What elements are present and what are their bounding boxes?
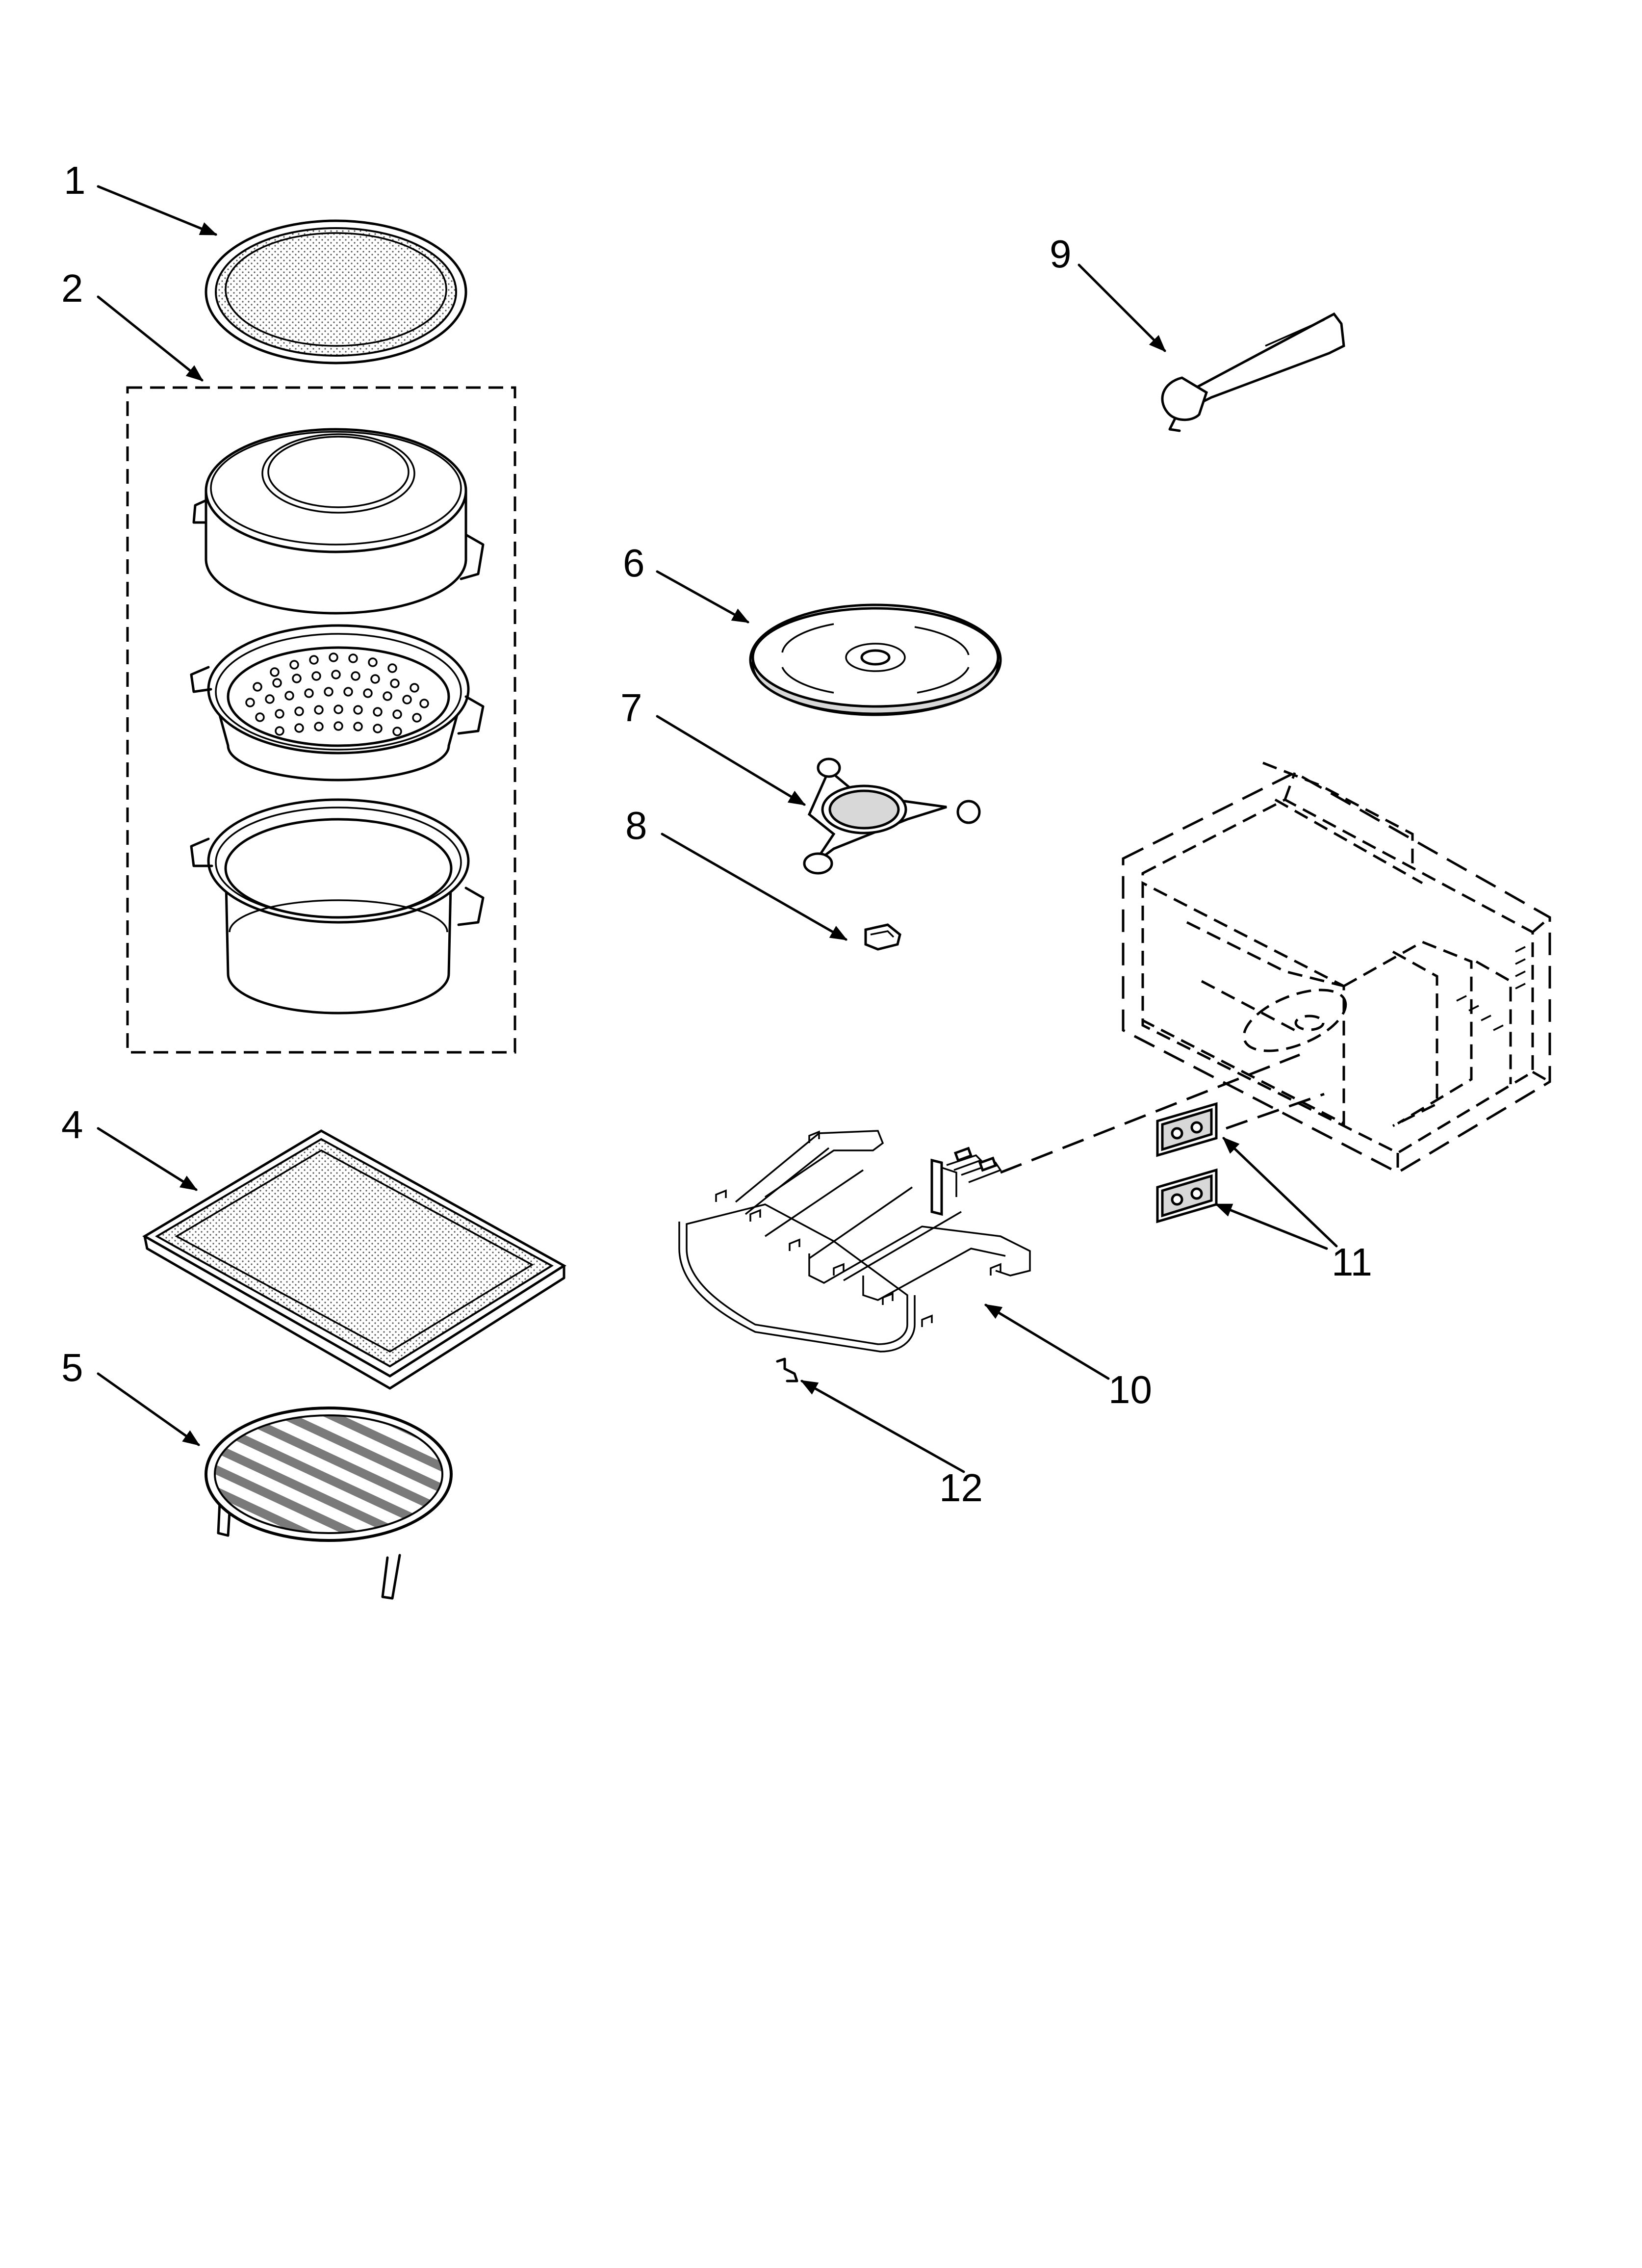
callout-10: 10: [1108, 1368, 1152, 1411]
basket-holes: [245, 652, 429, 736]
callout-8: 8: [625, 804, 647, 847]
part-7-roller-support: [803, 757, 981, 875]
part-1-lid: [205, 219, 467, 365]
part-5-round-rack: [205, 1407, 453, 1600]
part-6-turntable-plate: [749, 603, 1002, 716]
callout-7: 7: [620, 686, 642, 730]
callout-9: 9: [1050, 232, 1072, 276]
leader-lines: [97, 185, 1338, 1473]
callout-6: 6: [623, 541, 645, 585]
part-10-heating-element: [678, 1130, 1031, 1353]
callout-11: 11: [1332, 1240, 1372, 1284]
part-2-steamer-set: [126, 386, 516, 1054]
callout-1: 1: [64, 158, 86, 202]
callout-5: 5: [61, 1346, 83, 1389]
part-11-pads: [1156, 1102, 1218, 1224]
callout-2: 2: [61, 266, 83, 310]
part-9-handle: [1161, 312, 1345, 432]
part-8-coupler: [864, 923, 901, 951]
part-12-clip: [776, 1357, 798, 1382]
callout-4: 4: [61, 1103, 83, 1147]
oven-cavity-outline: [1000, 761, 1551, 1174]
part-4-baking-tray: [142, 1129, 566, 1390]
callout-12: 12: [939, 1466, 983, 1510]
